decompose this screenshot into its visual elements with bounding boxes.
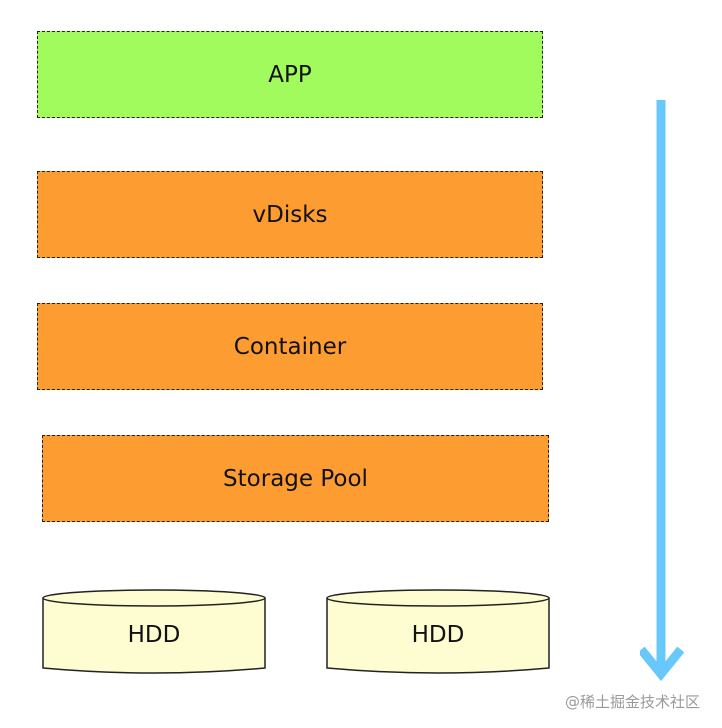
hdd-disk-2: HDD [326,588,550,674]
hdd-disk-1-label: HDD [127,622,181,648]
hdd-disk-2-label: HDD [411,622,465,648]
storage-pool-layer-label: Storage Pool [223,465,368,492]
app-layer: APP [37,31,543,118]
app-layer-label: APP [268,61,312,88]
cylinder-icon [326,589,550,674]
watermark: @稀土掘金技术社区 [564,693,700,711]
cylinder-icon [42,589,266,674]
storage-pool-layer: Storage Pool [42,435,549,522]
down-arrow-icon [640,100,684,682]
vdisks-layer: vDisks [37,171,543,258]
container-layer: Container [37,303,543,390]
vdisks-layer-label: vDisks [252,201,328,228]
hdd-disk-1: HDD [42,588,266,674]
container-layer-label: Container [233,333,347,360]
